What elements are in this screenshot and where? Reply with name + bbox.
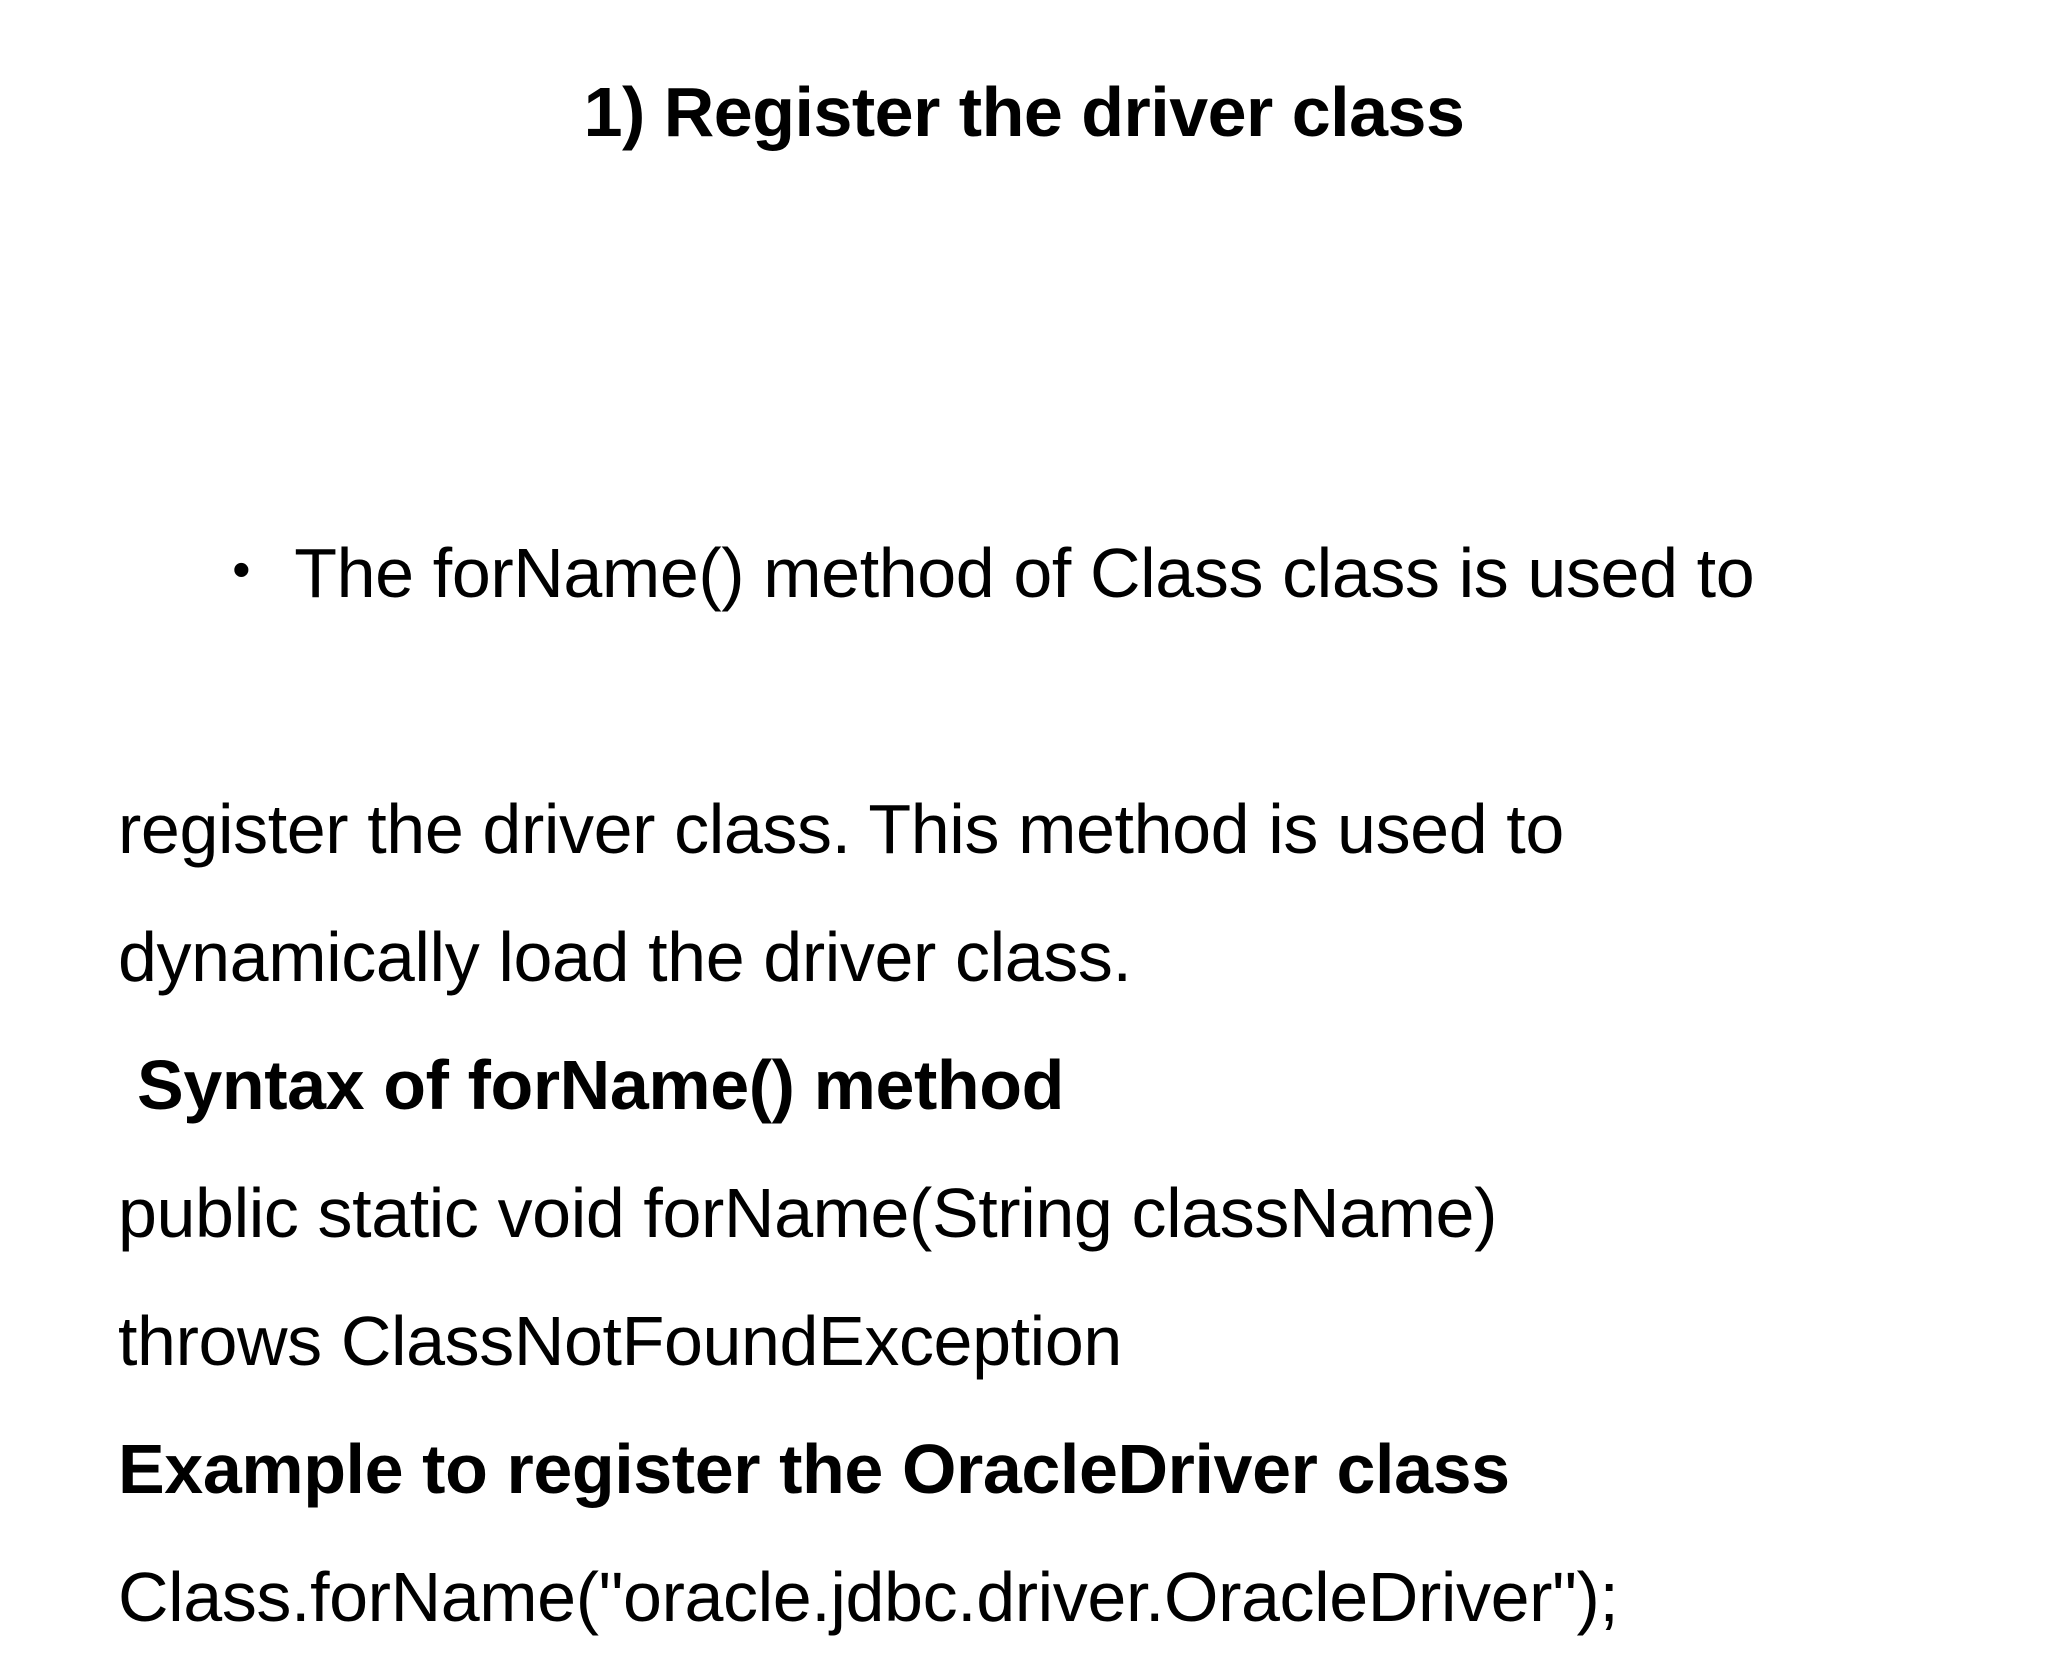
syntax-heading: Syntax of forName() method: [118, 1046, 1064, 1124]
syntax-signature-line-2: throws ClassNotFoundException: [118, 1302, 1122, 1380]
example-heading: Example to register the OracleDriver cla…: [118, 1430, 1510, 1508]
example-code-line: Class.forName("oracle.jdbc.driver.Oracle…: [118, 1558, 1619, 1636]
syntax-signature-line-1: public static void forName(String classN…: [118, 1174, 1497, 1252]
bullet-list-item: • The forName() method of Class class is …: [118, 378, 1998, 765]
slide-title: 1) Register the driver class: [583, 73, 1465, 151]
slide-body: • The forName() method of Class class is …: [118, 378, 1998, 1661]
bullet-text-line-2: register the driver class. This method i…: [118, 790, 1564, 868]
bullet-point-icon: •: [232, 541, 251, 599]
slide-canvas: 1) Register the driver class • The forNam…: [118, 73, 1755, 1636]
bullet-text-line-3: dynamically load the driver class.: [118, 918, 1132, 996]
bullet-text-line-1: The forName() method of Class class is u…: [294, 534, 1755, 612]
